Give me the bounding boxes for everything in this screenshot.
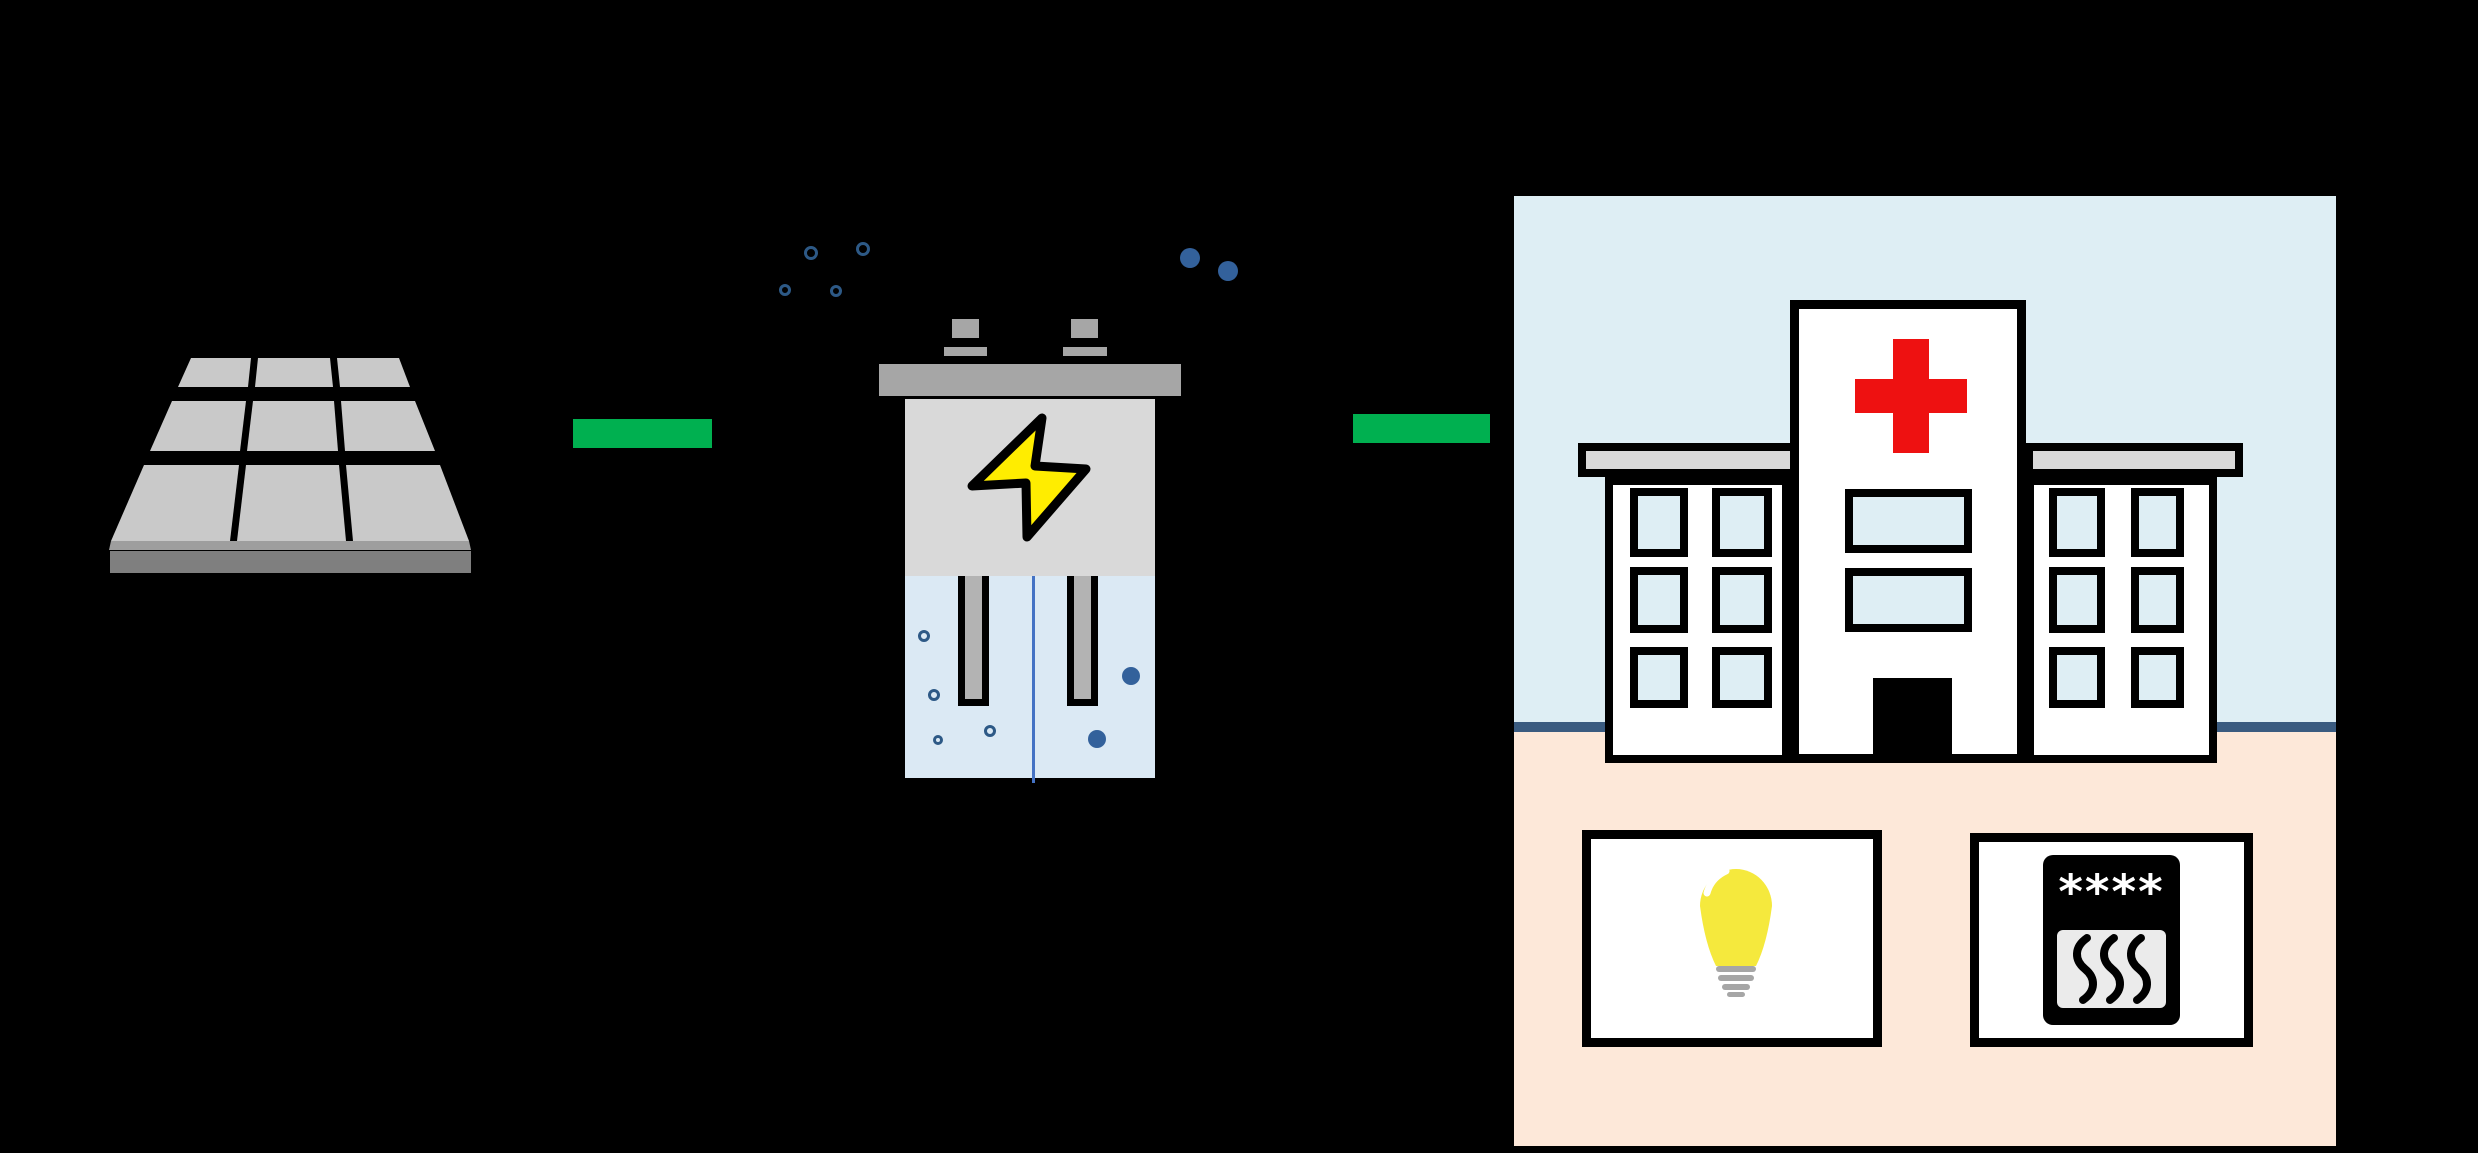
bubble-outline	[779, 284, 791, 296]
solar-cell	[337, 358, 410, 387]
hospital-window	[2131, 567, 2184, 633]
electrode-right	[1067, 576, 1098, 706]
hospital-window	[2131, 488, 2184, 557]
bubble-outline	[933, 735, 943, 745]
oven-display-text: ****	[2058, 865, 2165, 920]
terminal-base-right	[1063, 347, 1107, 356]
bubble-outline	[830, 285, 842, 297]
electrolyzer-cap	[879, 364, 1181, 396]
heat-waves-icon	[2073, 934, 2151, 1004]
solar-cell	[178, 358, 251, 387]
hospital-window	[1845, 489, 1972, 553]
hospital-window	[1712, 647, 1772, 708]
terminal-post-right	[1071, 319, 1098, 338]
solar-cell	[237, 465, 346, 541]
solar-cell	[150, 401, 246, 451]
bubble-outline	[804, 246, 818, 260]
hospital-window	[2131, 647, 2184, 708]
hospital-door	[1873, 678, 1952, 760]
hospital-window	[1630, 488, 1688, 557]
solar-cell	[346, 465, 469, 541]
lightning-bolt-icon	[967, 413, 1091, 542]
solar-cell	[247, 401, 338, 451]
bubble-outline	[984, 725, 996, 737]
bubble-filled	[1180, 248, 1200, 268]
red-cross-icon	[1855, 379, 1967, 413]
hospital-window	[2049, 567, 2105, 633]
solar-panel-lip	[109, 541, 471, 550]
hospital-awning-right	[2025, 443, 2243, 477]
electrode-left	[958, 576, 989, 706]
hospital-window	[2049, 647, 2105, 708]
hospital-awning-left	[1578, 443, 1800, 477]
terminal-post-left	[952, 319, 979, 338]
bubble-outline	[918, 630, 930, 642]
energy-flow-connector-right	[1353, 414, 1490, 443]
bubble-filled	[1122, 667, 1140, 685]
terminal-base-left	[944, 347, 987, 356]
hospital-window	[1630, 647, 1688, 708]
hospital-panel: ****	[1514, 196, 2336, 1146]
oven-icon: ****	[2043, 855, 2180, 1025]
light-bulb-icon	[1700, 867, 1772, 997]
solar-cell	[341, 401, 435, 451]
bubble-filled	[1088, 730, 1106, 748]
membrane-divider	[1032, 576, 1035, 783]
bubble-outline	[856, 242, 870, 256]
solar-panel-icon	[109, 358, 471, 573]
hospital-window	[1630, 567, 1688, 633]
bubble-filled	[1218, 261, 1238, 281]
hospital-window	[1712, 488, 1772, 557]
hospital-window	[1712, 567, 1772, 633]
solar-panel-base	[110, 551, 471, 573]
electrolyte-tank	[905, 576, 1155, 778]
hospital-window	[2049, 488, 2105, 557]
hospital-window	[1845, 568, 1972, 632]
bubble-outline	[928, 689, 940, 701]
energy-flow-connector-left	[573, 419, 712, 448]
solar-cell	[255, 358, 333, 387]
solar-cell	[111, 465, 239, 541]
